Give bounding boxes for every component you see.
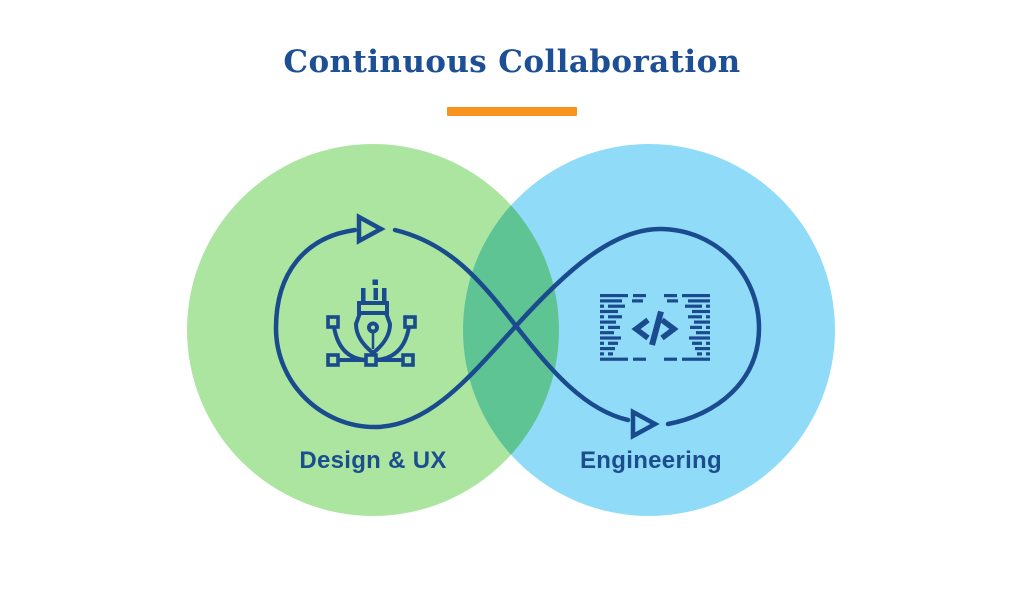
angle-left-icon: [631, 317, 650, 341]
angle-right-icon: [660, 317, 679, 341]
page-title: Continuous Collaboration: [283, 44, 741, 80]
engineering-circle: [463, 144, 835, 516]
design-ux-label: Design & UX: [299, 447, 447, 474]
engineering-label: Engineering: [580, 447, 722, 474]
pen-nib: [353, 312, 393, 356]
code-icon: [600, 294, 710, 361]
pen-tool-icon: [326, 279, 417, 367]
pen-ferrule: [357, 301, 389, 315]
code-lines-left: [600, 294, 646, 361]
infinity-loop-main-segment: [273, 226, 762, 430]
infinity-loop: [273, 213, 762, 440]
slash-icon: [649, 310, 664, 346]
arrow-right-top-icon: [356, 213, 386, 245]
pen-anchor-squares: [326, 315, 417, 367]
code-lines-right: [664, 294, 710, 361]
title-underline: [447, 107, 577, 116]
code-brackets-glyph: [631, 310, 679, 346]
arrow-right-bottom-icon: [630, 408, 660, 440]
pen-shaft: [361, 279, 387, 304]
